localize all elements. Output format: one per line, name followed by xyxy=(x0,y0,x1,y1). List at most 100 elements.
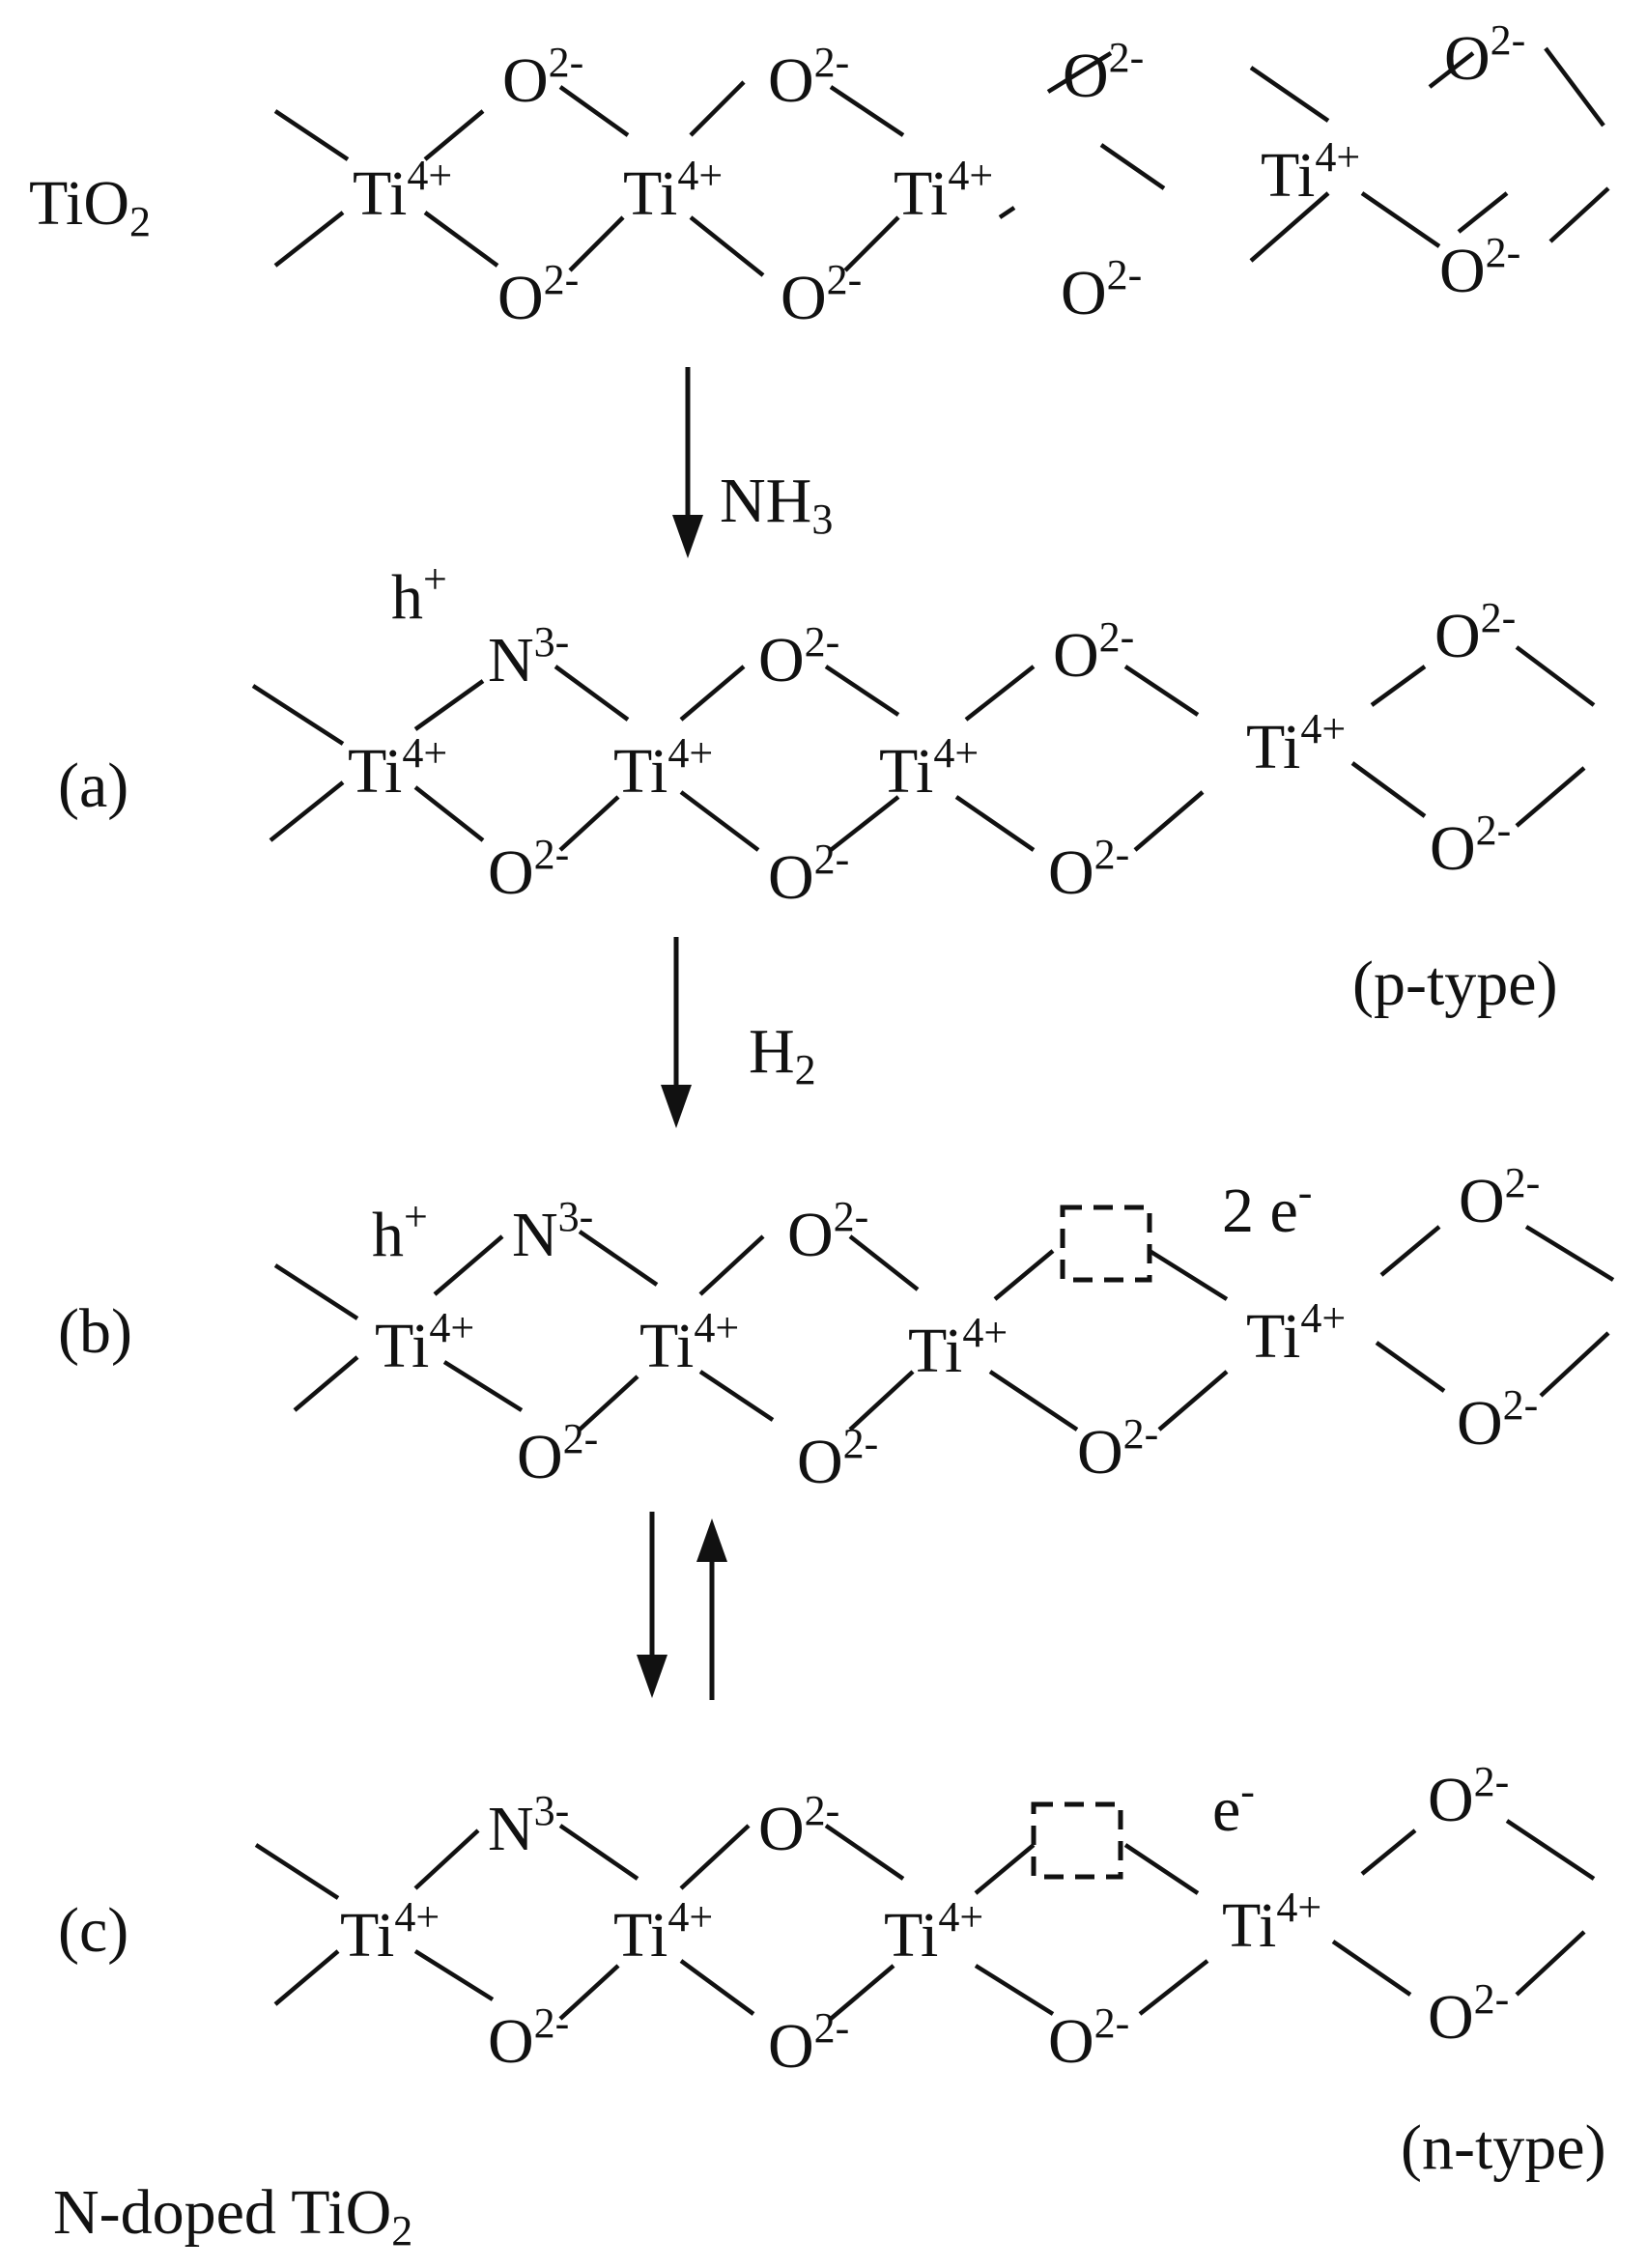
bond xyxy=(558,795,620,852)
n-type-label: (n-type) xyxy=(1401,2112,1606,2183)
o-atom: O2- xyxy=(768,2004,849,2082)
bond xyxy=(442,1360,524,1412)
o-atom: O2- xyxy=(768,39,849,116)
bond xyxy=(413,1949,495,2001)
bond xyxy=(273,1949,340,2006)
p-type-label: (p-type) xyxy=(1352,949,1558,1019)
bond xyxy=(1138,1959,1209,2016)
o-atom: O2- xyxy=(488,1999,569,2077)
o-atom: O2- xyxy=(517,1415,598,1492)
bond xyxy=(824,1824,905,1881)
row-label-a: (a) xyxy=(58,751,128,821)
bond xyxy=(273,1263,359,1320)
ti-atom: Ti4+ xyxy=(1246,705,1346,782)
bond xyxy=(689,80,746,137)
bond xyxy=(273,211,345,268)
bond xyxy=(993,1249,1055,1301)
o-atom: O2- xyxy=(1430,807,1511,884)
o-atom: O2- xyxy=(1077,1410,1158,1488)
o-atom: O2- xyxy=(1048,1999,1129,2077)
bond xyxy=(988,1370,1079,1432)
bond xyxy=(1375,1341,1446,1393)
hole-b: h+ xyxy=(372,1193,428,1270)
bond xyxy=(1123,1843,1200,1895)
o-atom: O2- xyxy=(1048,831,1129,908)
bond xyxy=(1515,766,1586,828)
o-atom: O2- xyxy=(758,1787,839,1864)
bond xyxy=(1539,1331,1610,1398)
bond xyxy=(848,1370,915,1432)
bond xyxy=(1360,191,1441,248)
bond xyxy=(848,1234,920,1291)
ti-atom: Ti4+ xyxy=(879,729,979,807)
ti-atom: Ti4+ xyxy=(623,152,723,229)
bond xyxy=(1331,1940,1412,1997)
bond xyxy=(1548,186,1610,243)
bond xyxy=(1428,51,1475,89)
bond xyxy=(1515,1930,1586,1997)
bond xyxy=(251,684,345,746)
oxygen-vacancy-c xyxy=(1031,1801,1123,1880)
ti-atom: Ti4+ xyxy=(1222,1884,1321,1961)
bond xyxy=(1379,1225,1441,1277)
equilibrium-arrows xyxy=(637,1512,727,1700)
bond xyxy=(423,109,485,161)
o-atom: O2- xyxy=(787,1193,868,1270)
hole-a: h+ xyxy=(391,555,447,633)
structure-c: (c) e- Ti4+ Ti4+ Ti4+ Ti4+ N3- O2- O2- O… xyxy=(58,1758,1606,2183)
bond xyxy=(698,1370,775,1422)
o-atom: O2- xyxy=(1063,34,1144,111)
bond xyxy=(1505,1819,1596,1881)
n-doped-tio2-label: N-doped TiO2 xyxy=(53,2177,412,2254)
bond xyxy=(1350,761,1427,818)
ti-atom: Ti4+ xyxy=(613,729,713,807)
bond xyxy=(679,1959,755,2016)
arrow-head xyxy=(672,515,703,558)
bond xyxy=(679,1824,751,1890)
o-atom: O2- xyxy=(1428,1758,1509,1835)
bond xyxy=(679,665,746,722)
bond xyxy=(558,85,630,137)
arrow-down-head xyxy=(637,1655,667,1698)
bond xyxy=(1148,1249,1229,1301)
bond xyxy=(964,665,1036,722)
arrow-up-head xyxy=(696,1518,727,1562)
electron: e- xyxy=(1212,1768,1255,1845)
bond xyxy=(829,1964,895,2021)
arrow-head xyxy=(661,1085,692,1128)
bond xyxy=(954,795,1036,852)
bond xyxy=(1099,143,1166,190)
bond xyxy=(974,1964,1055,2016)
o-atom: O2- xyxy=(1428,1975,1509,2053)
n-atom: N3- xyxy=(488,1787,569,1864)
bond xyxy=(423,211,499,268)
o-atom: O2- xyxy=(758,618,839,695)
ti-atom: Ti4+ xyxy=(894,152,993,229)
bond xyxy=(1157,1370,1229,1432)
bond xyxy=(1360,1829,1417,1876)
o-atom: O2- xyxy=(1439,229,1520,306)
bond xyxy=(269,780,345,842)
o-atom: O2- xyxy=(1457,1381,1538,1459)
o-atom: O2- xyxy=(1061,251,1142,328)
o-atom: O2- xyxy=(1053,613,1134,691)
row-label-c: (c) xyxy=(58,1895,128,1966)
ti-atom: Ti4+ xyxy=(639,1304,739,1381)
ti-atom: Ti4+ xyxy=(375,1304,474,1381)
bond xyxy=(578,1230,659,1287)
ti-atom: Ti4+ xyxy=(1261,133,1360,211)
bond xyxy=(1370,665,1427,707)
bond xyxy=(433,1234,504,1296)
o-atom: O2- xyxy=(797,1420,878,1497)
bond xyxy=(843,215,900,272)
bond xyxy=(829,85,905,137)
o-atom: O2- xyxy=(781,256,862,333)
o-atom: O2- xyxy=(1459,1159,1540,1236)
bond xyxy=(974,1843,1036,1895)
tio2-label: TiO2 xyxy=(29,168,151,245)
bond xyxy=(1133,790,1205,852)
bond xyxy=(558,1824,639,1881)
bond xyxy=(554,665,630,722)
nh3-reaction-arrow: NH3 xyxy=(672,367,833,558)
